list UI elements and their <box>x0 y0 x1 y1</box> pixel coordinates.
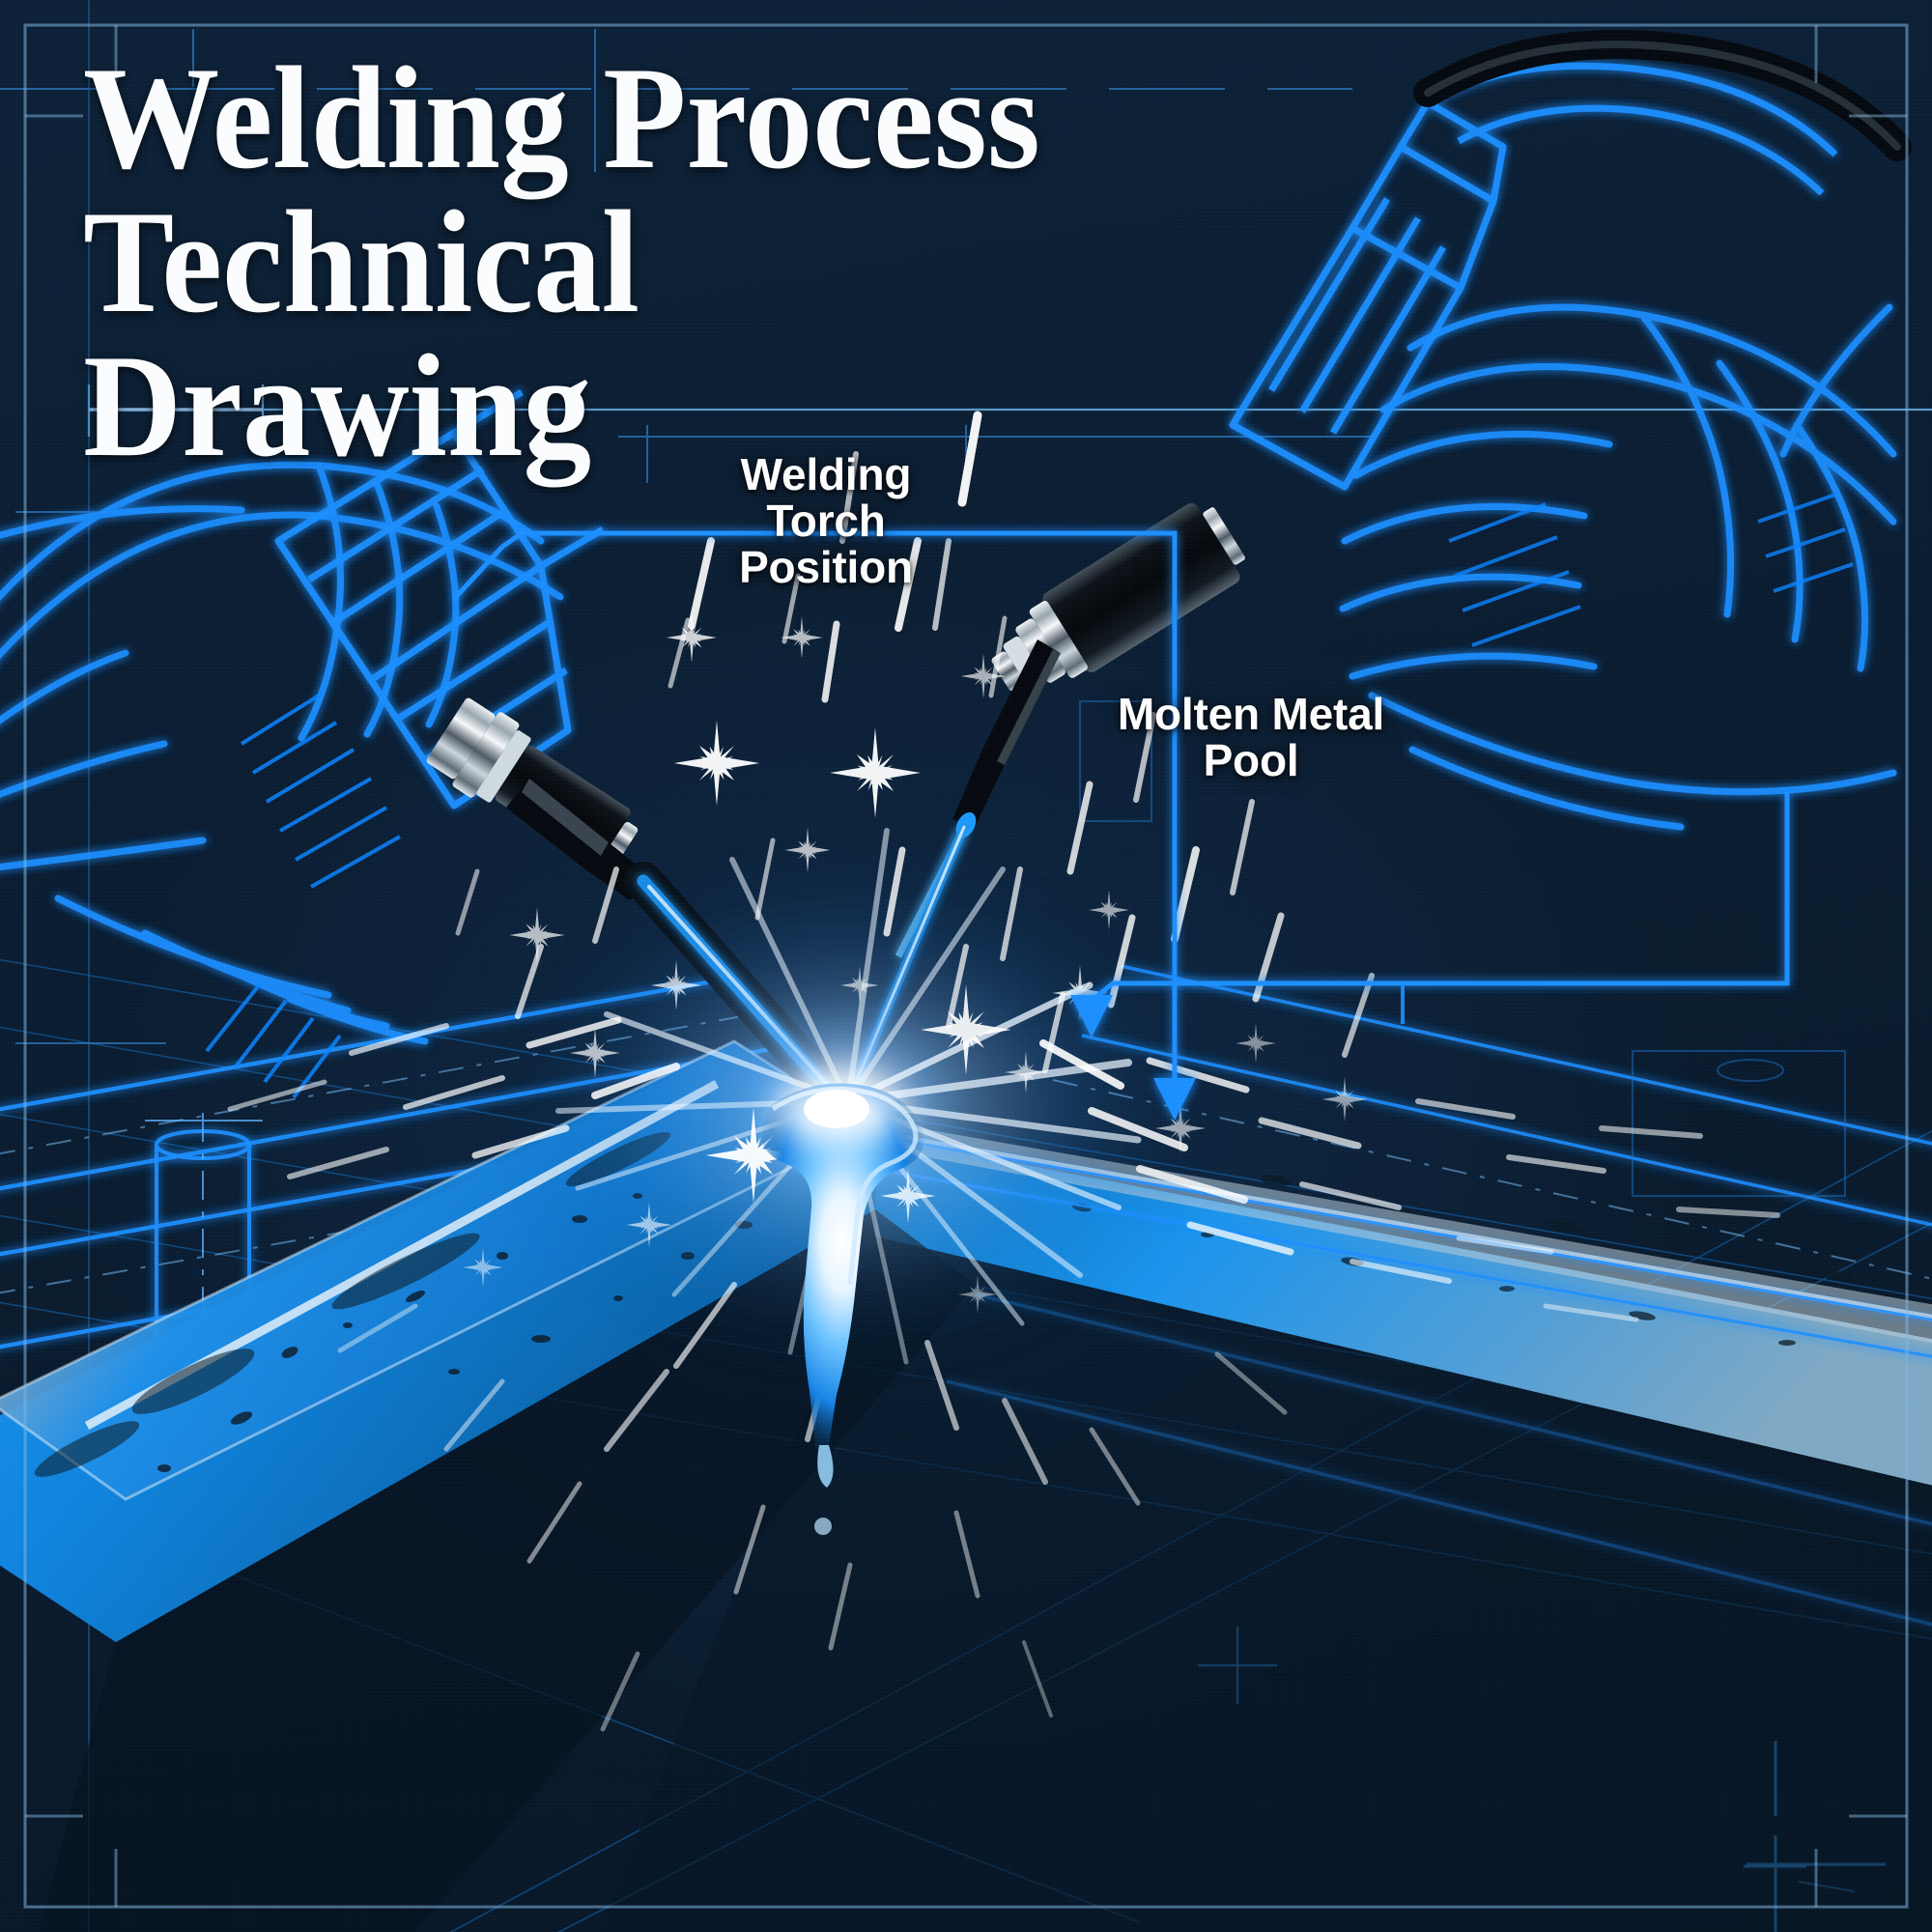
page-title-line-1: Welding Process <box>83 37 1040 199</box>
leader-molten-metal-pool <box>1090 792 1790 1003</box>
frame-corner-ticks <box>25 25 1907 1907</box>
molten-metal-pool <box>759 1080 924 1535</box>
spark-streaks-upper <box>455 411 1375 1073</box>
glove-right-hatch <box>1448 493 1854 647</box>
glove-left-hatch <box>205 694 401 1099</box>
annotation-welding-torch-position: Welding Torch Position <box>676 449 976 592</box>
annotation-welding-torch-position-line-1: Welding Torch <box>740 449 912 546</box>
annotation-welding-torch-position-line-2: Position <box>739 541 913 592</box>
gloved-hand-right <box>1339 303 1897 831</box>
leader-welding-torch-position <box>452 530 1178 1084</box>
spark-streaks-lower <box>227 1016 1780 1732</box>
leader-arrow-torch <box>1153 1078 1196 1121</box>
page-title-line-2: Technical Drawing <box>83 180 640 487</box>
dimension-line-top-left <box>87 384 1932 437</box>
leader-arrow-pool <box>1070 995 1113 1037</box>
plate-shadow <box>39 1209 976 1932</box>
annotation-molten-metal-pool: Molten Metal Pool <box>1111 689 1391 785</box>
page-title: Welding Process Technical Drawing <box>83 37 1143 487</box>
annotation-molten-metal-pool-line-2: Pool <box>1203 734 1299 785</box>
annotation-molten-metal-pool-line-1: Molten Metal <box>1117 689 1385 739</box>
